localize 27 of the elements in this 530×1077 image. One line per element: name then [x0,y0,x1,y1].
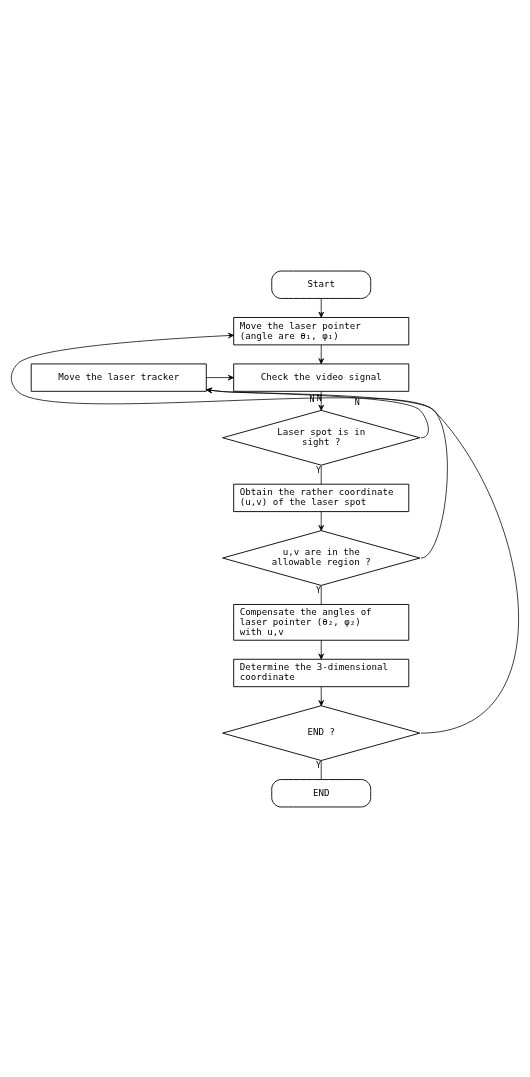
edge-label: N [316,392,322,403]
edge-label: Y [316,464,322,475]
edge-label: N [309,393,315,404]
node-box: Move the laser pointer (angle are θ₁, φ₁) [233,316,410,345]
arrow [318,639,324,660]
node-box: Check the video signal [233,362,410,392]
connector [320,584,322,605]
arrow [318,344,324,364]
node-diamond: u,v are in the allowable region ? [222,529,421,586]
arrow [318,297,324,318]
node-box: Start [271,270,372,299]
edge-label: N [354,396,360,407]
node-box: END [271,778,372,807]
edge-label: Y [316,584,322,595]
node-diamond: END ? [222,704,421,761]
arrow [318,510,324,531]
node-box: Determine the 3-dimensional coordinate [233,658,410,687]
arrow [205,374,234,380]
connector [320,464,322,484]
node-box: Obtain the rather coordinate (u,v) of the laser spot [233,483,410,512]
node-box: Compensate the angles of laser pointer (θ₂, φ₂) with u,v [233,603,410,641]
arrow [318,685,324,706]
connector [320,759,322,780]
node-box: Move the laser tracker [30,362,207,392]
node-diamond: Laser spot is in sight ? [222,409,421,466]
arrow [10,332,519,733]
edge-label: Y [316,759,322,770]
